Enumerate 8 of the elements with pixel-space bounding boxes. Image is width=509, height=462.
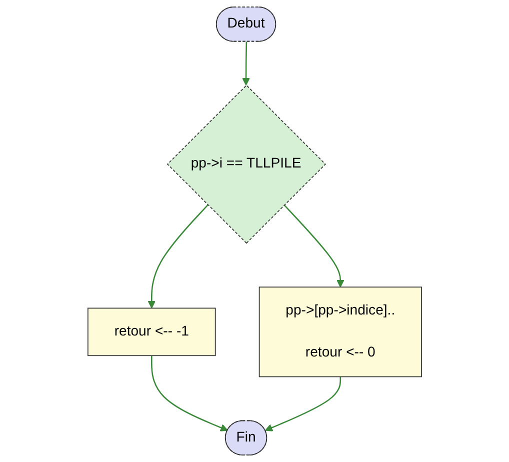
arrow (148, 204, 208, 309)
arrow (242, 42, 250, 86)
node-box: pp->[pp->indice].. retour <-- 0 (258, 286, 422, 378)
arrow (150, 356, 228, 432)
node-box: retour <-- -1 (87, 308, 216, 356)
arrow (264, 376, 341, 432)
node-diamond: pp->i == TLLPILE (166, 84, 326, 244)
arrow (283, 204, 344, 288)
